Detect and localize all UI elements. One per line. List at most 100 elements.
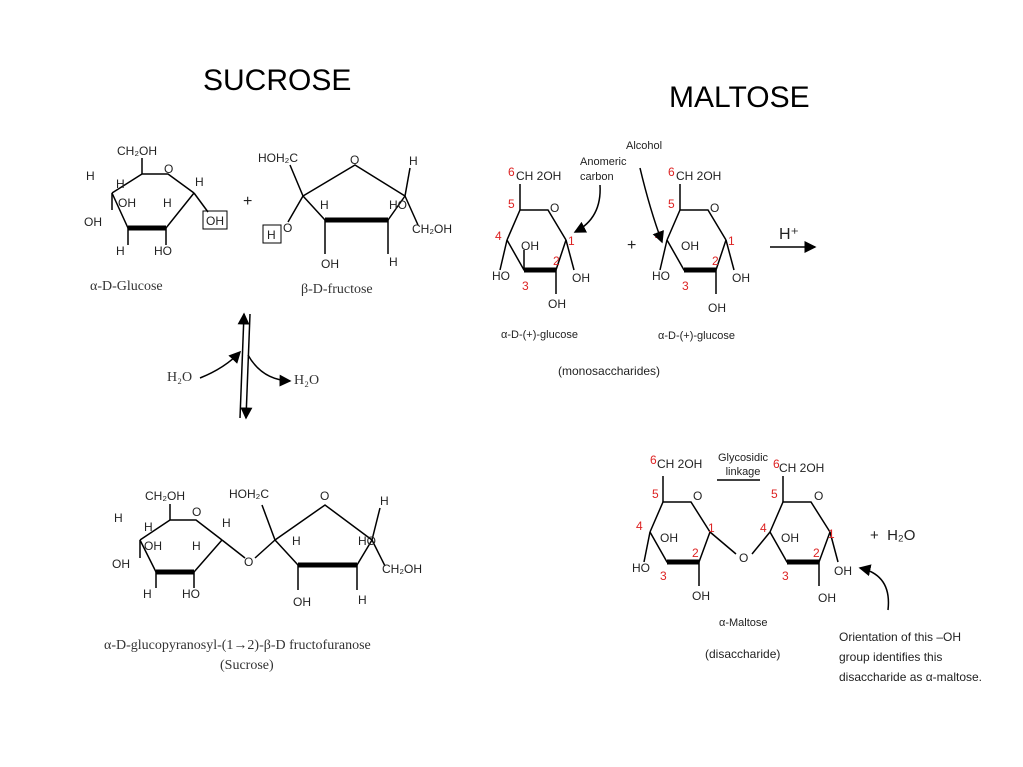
svg-text:O: O xyxy=(320,489,329,503)
alcohol-arrow xyxy=(639,167,664,244)
svg-text:HOH₂C: HOH₂C xyxy=(258,151,298,165)
svg-text:5: 5 xyxy=(668,197,675,211)
svg-text:3: 3 xyxy=(660,569,667,583)
svg-text:H: H xyxy=(144,520,153,534)
svg-text:O: O xyxy=(693,489,702,503)
svg-text:H: H xyxy=(320,198,329,212)
svg-text:OH: OH xyxy=(660,531,678,545)
svg-text:1: 1 xyxy=(828,527,835,541)
glucose-label: α-D-Glucose xyxy=(90,279,163,294)
svg-text:CH 2OH: CH 2OH xyxy=(657,457,702,471)
svg-text:H: H xyxy=(192,539,201,553)
svg-text:H: H xyxy=(358,593,367,607)
svg-text:OH: OH xyxy=(732,271,750,285)
svg-text:4: 4 xyxy=(760,521,767,535)
orientation-note: Orientation of this –OH group identifies… xyxy=(839,627,982,687)
svg-text:H: H xyxy=(143,587,152,601)
svg-text:H: H xyxy=(409,154,418,168)
svg-text:OH: OH xyxy=(118,196,136,210)
svg-text:H: H xyxy=(114,511,123,525)
svg-text:O: O xyxy=(350,153,359,167)
svg-text:CH₂OH: CH₂OH xyxy=(412,222,452,236)
svg-text:H: H xyxy=(292,534,301,548)
maltose-glucose1-atoms: 6 CH 2OH 5 O 4 1 OH 2 HO 3 OH OH xyxy=(492,165,590,311)
svg-text:HO: HO xyxy=(389,198,407,212)
maltose-title: MALTOSE xyxy=(669,81,810,114)
svg-text:OH: OH xyxy=(818,591,836,605)
svg-text:2: 2 xyxy=(692,546,699,560)
sucrose-plus: + xyxy=(243,193,253,210)
fructose-atoms-top: HOH₂C O H H HO CH₂OH H O OH H xyxy=(258,151,452,271)
maltose-glucose2-ring xyxy=(659,184,735,294)
svg-text:CH₂OH: CH₂OH xyxy=(145,489,185,503)
disaccharide-label: (disaccharide) xyxy=(705,647,781,661)
orientation-arrow xyxy=(858,564,890,611)
svg-text:5: 5 xyxy=(652,487,659,501)
svg-text:H: H xyxy=(116,177,125,191)
plus-water: + H₂O xyxy=(870,527,916,544)
svg-text:OH: OH xyxy=(781,531,799,545)
svg-text:O: O xyxy=(192,505,201,519)
svg-text:2: 2 xyxy=(712,254,719,268)
svg-text:H: H xyxy=(222,516,231,530)
glucose1-label: α-D-(+)-glucose xyxy=(501,329,578,341)
svg-text:2: 2 xyxy=(813,546,820,560)
svg-text:O: O xyxy=(710,201,719,215)
glucose2-label: α-D-(+)-glucose xyxy=(658,330,735,342)
svg-text:HO: HO xyxy=(632,561,650,575)
maltose-product-rings xyxy=(643,476,839,586)
svg-text:CH₂OH: CH₂OH xyxy=(382,562,422,576)
svg-text:4: 4 xyxy=(495,229,502,243)
sucrose-title: SUCROSE xyxy=(203,64,352,97)
equilibrium-arrows xyxy=(199,312,292,420)
svg-text:4: 4 xyxy=(636,519,643,533)
svg-text:O: O xyxy=(283,221,292,235)
svg-text:O: O xyxy=(814,489,823,503)
alcohol-label: Alcohol xyxy=(626,140,663,152)
svg-text:2: 2 xyxy=(553,254,560,268)
svg-text:OH: OH xyxy=(548,297,566,311)
svg-text:OH: OH xyxy=(521,239,539,253)
svg-text:6: 6 xyxy=(650,453,657,467)
svg-text:3: 3 xyxy=(782,569,789,583)
svg-text:OH: OH xyxy=(708,301,726,315)
sucrose-product-atoms: CH₂OH O H H H OH H OH H HO O HOH₂C O H H… xyxy=(112,487,422,609)
svg-text:CH₂OH: CH₂OH xyxy=(117,144,157,158)
maltose-glucose1-ring xyxy=(499,184,575,294)
glucose-ring-top-left xyxy=(111,158,209,245)
svg-text:OH: OH xyxy=(321,257,339,271)
svg-text:H: H xyxy=(163,196,172,210)
sucrose-product-rings xyxy=(139,504,386,590)
svg-text:O: O xyxy=(244,555,253,569)
svg-text:HO: HO xyxy=(358,534,376,548)
svg-text:OH: OH xyxy=(572,271,590,285)
sucrose-common-name: (Sucrose) xyxy=(220,658,274,673)
fructose-label: β-D-fructose xyxy=(301,282,373,297)
maltose-plus: + xyxy=(627,237,636,254)
maltose-product-label: α-Maltose xyxy=(719,617,768,629)
glycosidic-linkage-label: Glycosidic linkage xyxy=(717,452,769,478)
svg-text:CH 2OH: CH 2OH xyxy=(516,169,561,183)
water-in: H₂O xyxy=(167,370,193,385)
svg-text:1: 1 xyxy=(728,234,735,248)
svg-text:OH: OH xyxy=(144,539,162,553)
svg-text:H: H xyxy=(267,228,276,242)
svg-text:H: H xyxy=(380,494,389,508)
svg-text:5: 5 xyxy=(771,487,778,501)
svg-text:OH: OH xyxy=(84,215,102,229)
svg-text:3: 3 xyxy=(522,279,529,293)
svg-text:HOH₂C: HOH₂C xyxy=(229,487,269,501)
svg-text:HO: HO xyxy=(492,269,510,283)
svg-text:3: 3 xyxy=(682,279,689,293)
svg-text:1: 1 xyxy=(708,521,715,535)
catalyst-label: H⁺ xyxy=(779,226,799,243)
orientation-note-line2: group identifies this xyxy=(839,650,943,664)
orientation-note-line1: Orientation of this –OH xyxy=(839,630,962,644)
svg-text:OH: OH xyxy=(293,595,311,609)
svg-text:OH: OH xyxy=(206,214,224,228)
svg-text:6: 6 xyxy=(773,457,780,471)
maltose-product-atoms: 6 CH 2OH 5 O 4 1 OH 2 HO 3 OH O 4 6 CH 2… xyxy=(632,453,852,605)
svg-text:OH: OH xyxy=(834,564,852,578)
anomeric-arrow xyxy=(573,184,601,233)
